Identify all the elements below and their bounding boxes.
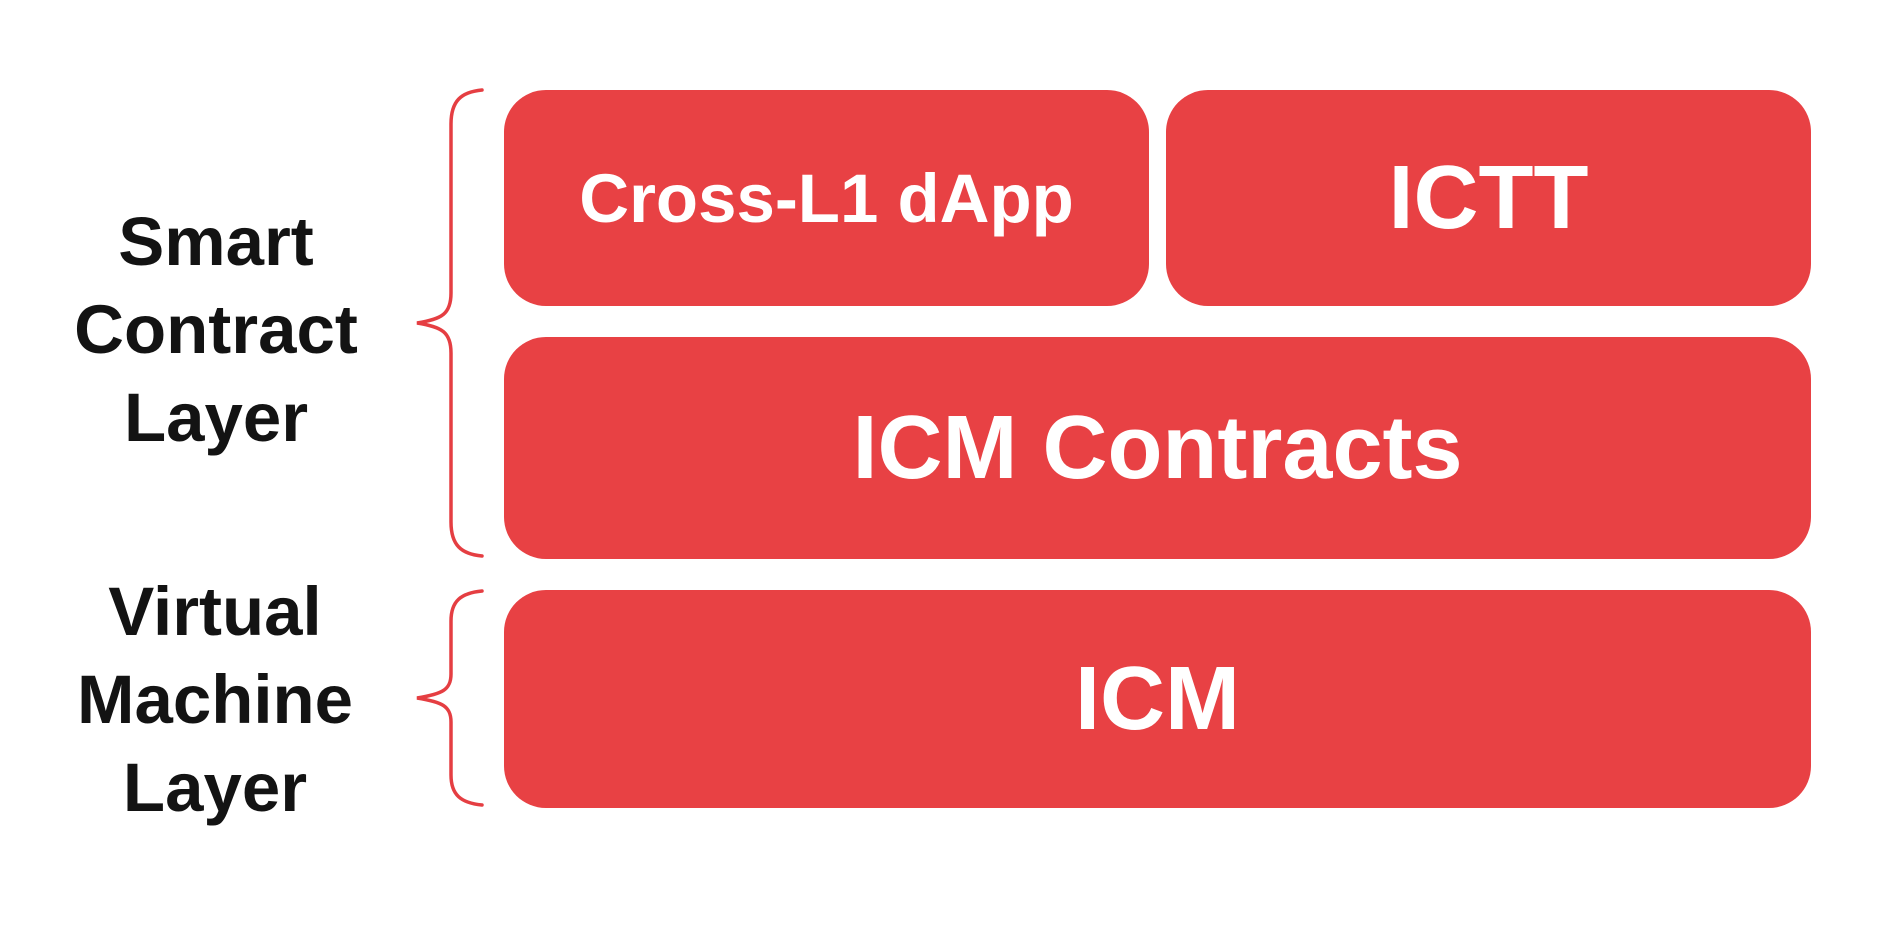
box-ictt: ICTT: [1166, 90, 1811, 306]
label-line: Smart: [118, 203, 314, 280]
label-smart-contract-layer: Smart Contract Layer: [74, 198, 358, 462]
box-icm-label: ICM: [1075, 648, 1240, 749]
curly-brace-icon: [416, 589, 484, 807]
label-virtual-machine-layer: Virtual Machine Layer: [77, 568, 353, 832]
box-icm-contracts-label: ICM Contracts: [852, 397, 1463, 498]
box-icm: ICM: [504, 590, 1811, 808]
label-line: Contract: [74, 291, 358, 368]
smart-contract-layer-brace: [416, 88, 484, 558]
label-line: Machine: [76, 661, 354, 738]
label-line: Layer: [122, 749, 308, 826]
box-ictt-label: ICTT: [1388, 147, 1589, 248]
label-line: Layer: [123, 379, 309, 456]
box-icm-contracts: ICM Contracts: [504, 337, 1811, 559]
box-cross-l1-dapp: Cross-L1 dApp: [504, 90, 1149, 306]
label-line: Virtual: [108, 573, 322, 650]
virtual-machine-layer-brace: [416, 589, 484, 807]
curly-brace-icon: [416, 88, 484, 558]
box-cross-l1-dapp-label: Cross-L1 dApp: [579, 159, 1074, 237]
